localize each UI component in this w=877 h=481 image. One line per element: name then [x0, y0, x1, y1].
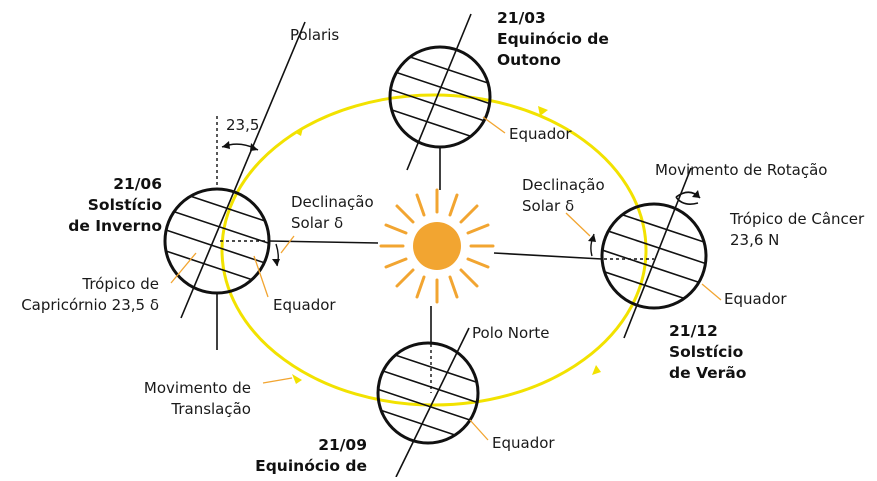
declination-right-line1: Declinação	[522, 176, 605, 194]
label-equator-left: Equador	[273, 296, 336, 314]
march-date: 21/03	[497, 9, 546, 27]
declination-right-line2: Solar δ	[522, 197, 574, 215]
cancer-line2: 23,6 N	[730, 231, 779, 249]
translation-line1: Movimento de	[144, 379, 251, 397]
label-equator-bottom: Equador	[492, 434, 555, 452]
label-axial-tilt: 23,5	[226, 116, 259, 134]
sunlight-line-left	[268, 240, 379, 244]
orbit-ellipse	[220, 93, 648, 407]
orbit-arrow-right	[592, 365, 601, 375]
label-polo-norte: Polo Norte	[472, 324, 549, 342]
december-date: 21/12	[669, 322, 718, 340]
march-event-line2: Outono	[497, 51, 561, 69]
declination-left-line2: Solar δ	[291, 214, 343, 232]
capricorn-line1: Trópico de	[81, 275, 159, 293]
earth-march	[388, 13, 492, 171]
capricorn-line2: Capricórnio 23,5 δ	[21, 296, 159, 314]
label-equator-top: Equador	[509, 125, 572, 143]
label-equator-right: Equador	[724, 290, 787, 308]
june-date: 21/06	[113, 175, 162, 193]
label-polaris: Polaris	[290, 26, 339, 44]
june-event-line1: Solstício	[88, 196, 162, 214]
leader-lines	[170, 116, 722, 441]
axial-tilt-arrowhead-left	[222, 141, 230, 149]
declination-arrowhead-right	[588, 234, 596, 242]
orbit-arrow-top	[538, 106, 548, 116]
orbit-arrow-topleft	[294, 128, 303, 136]
september-event-line1: Equinócio de	[255, 457, 367, 475]
march-event-line1: Equinócio de	[497, 30, 609, 48]
declination-arrowhead-left	[272, 259, 280, 266]
sun-icon	[379, 188, 495, 304]
declination-left-line1: Declinação	[291, 193, 374, 211]
cancer-line1: Trópico de Câncer	[729, 210, 865, 228]
june-event-line2: de Inverno	[68, 217, 162, 235]
rotation-arrowhead	[692, 190, 700, 198]
axial-tilt-arrowhead	[250, 143, 258, 151]
december-event-line1: Solstício	[669, 343, 743, 361]
september-date: 21/09	[318, 436, 367, 454]
sunlight-line-right	[493, 252, 603, 260]
orbit-arrow-left	[292, 374, 302, 384]
label-rotation: Movimento de Rotação	[655, 161, 827, 179]
translation-line2: Translação	[170, 400, 251, 418]
december-event-line2: de Verão	[669, 364, 746, 382]
